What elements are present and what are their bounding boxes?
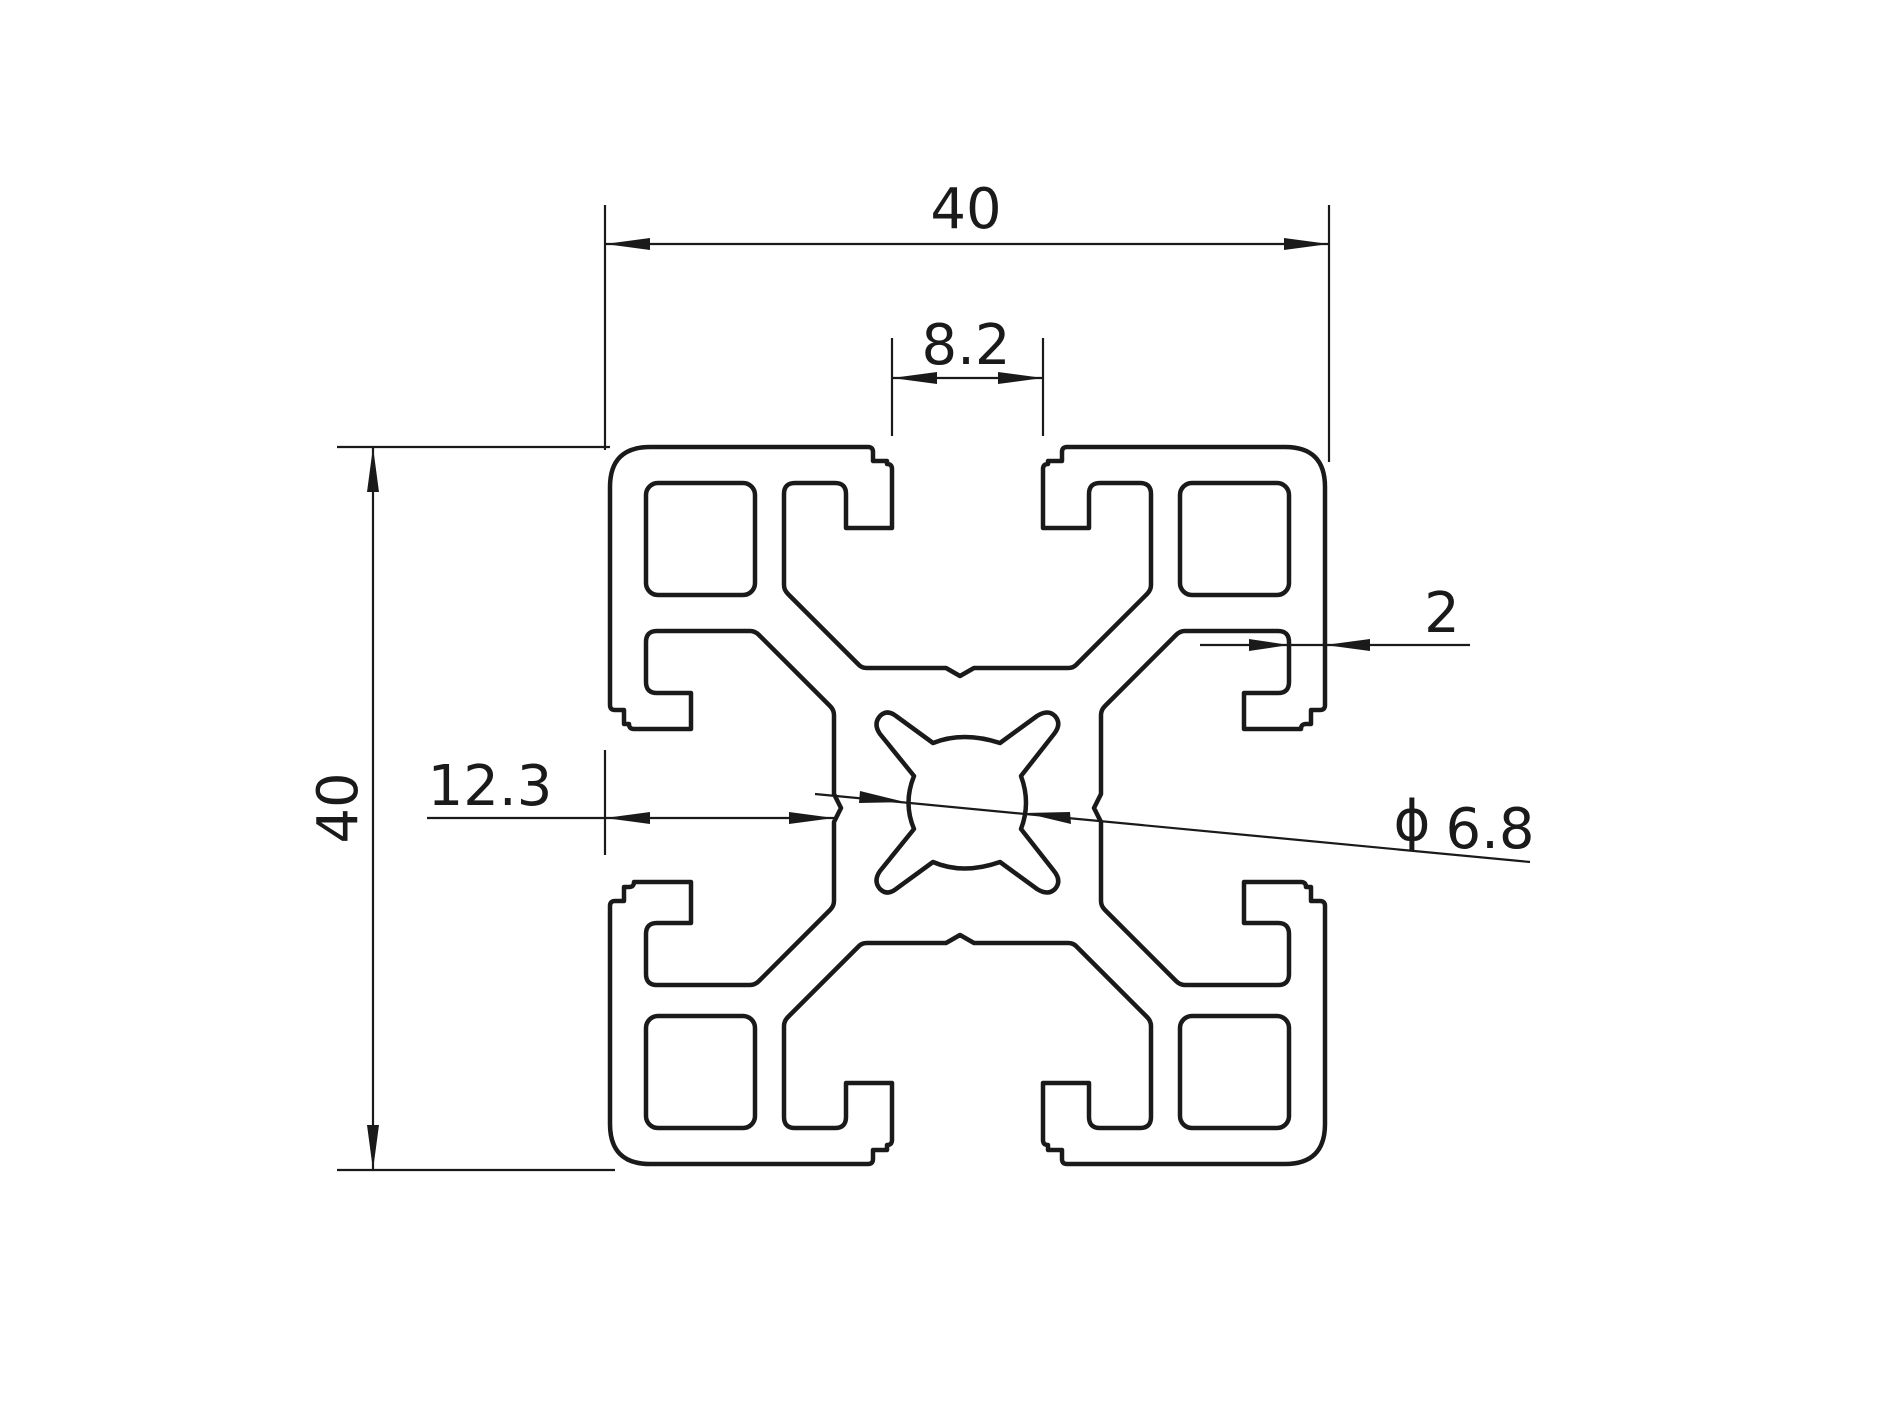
dimension-labels: 40 8.2 2 40 12.3 ϕ 6.8: [306, 177, 1535, 862]
arrowhead: [367, 447, 379, 492]
cavity-top-left: [643, 480, 758, 598]
arrowhead: [892, 372, 937, 384]
cavity-bottom-left: [643, 1013, 758, 1131]
label-wall-thickness: 2: [1424, 581, 1460, 646]
arrowhead: [605, 812, 650, 824]
arrowhead: [1284, 238, 1329, 250]
center-core-bore: [874, 710, 1061, 895]
cavity-bottom-right: [1177, 1013, 1292, 1131]
profile-outline: [607, 444, 1328, 1167]
arrowhead: [998, 372, 1043, 384]
arrowhead: [367, 1125, 379, 1170]
arrowhead: [605, 238, 650, 250]
label-overall-height: 40: [306, 772, 371, 843]
cavity-top-right: [1177, 480, 1292, 598]
diameter-symbol: ϕ: [1394, 789, 1431, 854]
arrowhead: [859, 791, 905, 803]
label-overall-width: 40: [930, 177, 1001, 242]
label-slot-depth: 12.3: [428, 754, 553, 819]
dimension-lines: [337, 205, 1531, 1172]
label-slot-width: 8.2: [921, 313, 1010, 378]
arrowhead: [789, 812, 834, 824]
arrowhead: [1025, 812, 1071, 824]
arrowhead: [1325, 639, 1370, 651]
dimension-line-bore: [814, 792, 1531, 864]
outer-perimeter: [607, 444, 1328, 1167]
label-center-bore: 6.8: [1445, 797, 1534, 862]
arrowhead: [1249, 639, 1289, 651]
